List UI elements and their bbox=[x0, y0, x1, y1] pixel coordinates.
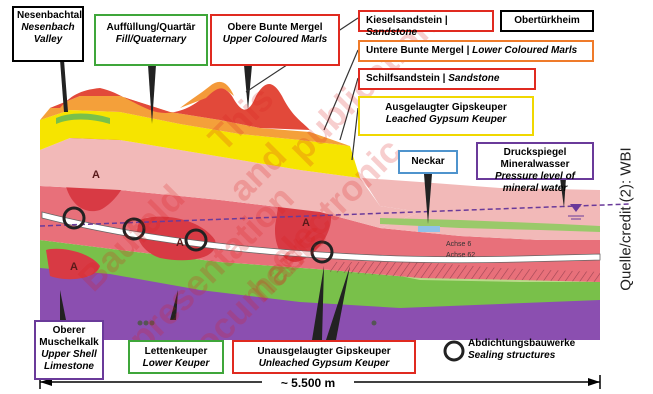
label-nesenbachtal: Nesenbachtal Nesenbach Valley bbox=[12, 6, 84, 62]
anhydrite-mark-1: A bbox=[92, 169, 100, 181]
label-ausgelaugter-gipskeuper: Ausgelaugter Gipskeuper Leached Gypsum K… bbox=[358, 96, 534, 136]
anhydrite-mark-2: A bbox=[176, 237, 184, 249]
label-oberer-muschelkalk: Oberer Muschelkalk Upper Shell Limestone bbox=[34, 320, 104, 380]
label-schilfsandstein: Schilfsandstein | Sandstone bbox=[358, 68, 536, 90]
image-credit: Quelle/credit (2): WBI bbox=[606, 84, 646, 354]
label-untere-bunte-mergel: Untere Bunte Mergel | Lower Coloured Mar… bbox=[358, 40, 594, 62]
label-obere-bunte-mergel: Obere Bunte Mergel Upper Coloured Marls bbox=[210, 14, 340, 66]
label-unausgelaugter-gipskeuper: Unausgelaugter Gipskeuper Unleached Gyps… bbox=[232, 340, 416, 374]
label-neckar: Neckar bbox=[398, 150, 458, 174]
legend-sealing-circle bbox=[445, 342, 463, 360]
dimension-label: ~ 5.500 m bbox=[281, 376, 335, 390]
axis-mark-2: Achse 62 bbox=[446, 252, 475, 259]
label-druckspiegel: Druckspiegel Mineralwasser Pressure leve… bbox=[476, 142, 594, 180]
label-auffuellung-quartaer: Auffüllung/Quartär Fill/Quaternary bbox=[94, 14, 208, 66]
label-abdichtungsbauwerke: Abdichtungsbauwerke Sealing structures bbox=[468, 336, 590, 366]
label-kieselsandstein: Kieselsandstein | Sandstone bbox=[358, 10, 494, 32]
label-lettenkeuper: Lettenkeuper Lower Keuper bbox=[128, 340, 224, 374]
axis-mark-1: Achse 6 bbox=[446, 241, 471, 248]
neckar-water bbox=[418, 226, 440, 232]
label-obertuerkheim: Obertürkheim bbox=[500, 10, 594, 32]
